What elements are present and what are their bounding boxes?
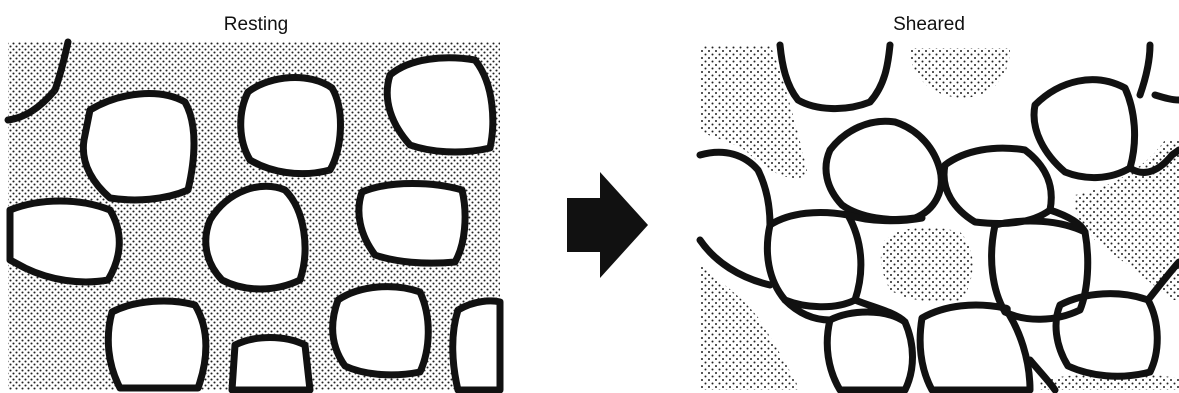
- right-arrow-icon: [567, 172, 648, 278]
- particle: [827, 312, 912, 390]
- resting-panel: [8, 42, 500, 390]
- particle: [767, 212, 861, 306]
- particle: [206, 186, 305, 289]
- particle: [1056, 294, 1157, 377]
- particle: [920, 305, 1030, 390]
- particle: [10, 201, 119, 282]
- particle: [1034, 80, 1135, 178]
- particle: [232, 338, 310, 391]
- particle: [992, 221, 1088, 319]
- particle: [453, 301, 500, 390]
- particle: [944, 148, 1051, 223]
- sheared-panel: [700, 45, 1179, 390]
- particle: [359, 184, 465, 264]
- particle: [387, 58, 493, 152]
- particle: [83, 94, 194, 200]
- particle: [333, 287, 429, 375]
- particle: [826, 121, 941, 219]
- particle: [241, 77, 341, 173]
- particle: [108, 301, 206, 388]
